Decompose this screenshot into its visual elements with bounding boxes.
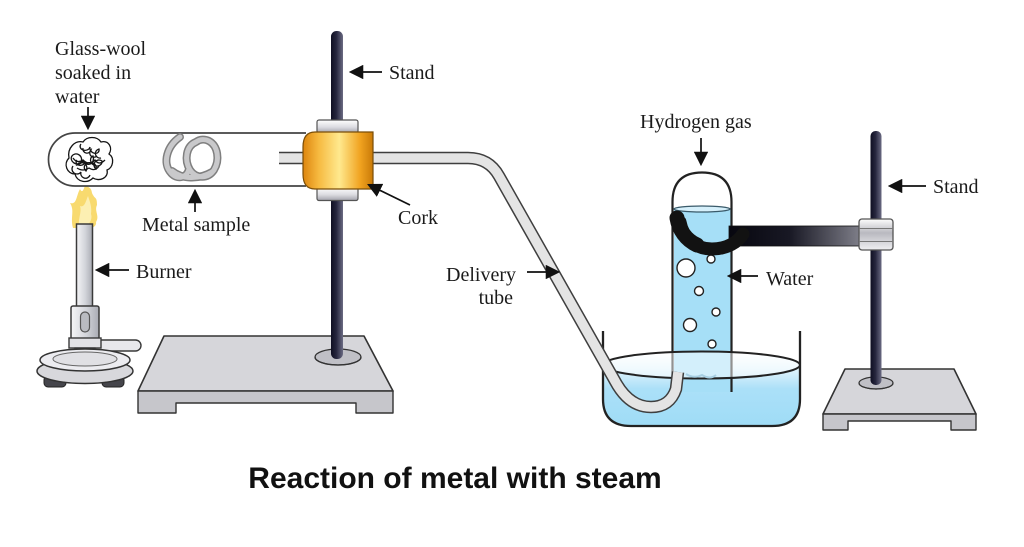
diagram-title: Reaction of metal with steam bbox=[248, 462, 661, 495]
label-glass-wool-line2: soaked in bbox=[55, 62, 131, 84]
label-glass-wool-line1: Glass-wool bbox=[55, 38, 147, 60]
right-stand bbox=[822, 131, 977, 431]
delivery-tube bbox=[279, 158, 717, 407]
left-stand-hole-rim bbox=[314, 356, 362, 366]
label-hydrogen-gas: Hydrogen gas bbox=[640, 111, 752, 133]
flame-inner bbox=[78, 196, 92, 227]
clamp-grip-end bbox=[669, 210, 705, 253]
gas-bubbles bbox=[676, 254, 721, 349]
label-burner: Burner bbox=[136, 261, 192, 283]
label-delivery-tube-line2: tube bbox=[479, 287, 514, 309]
arrow-cork bbox=[367, 183, 411, 206]
right-stand-base-top bbox=[822, 368, 977, 415]
label-stand-left: Stand bbox=[389, 62, 435, 84]
burner bbox=[36, 183, 142, 388]
test-tube-body bbox=[47, 132, 306, 187]
annotation-arrows bbox=[80, 64, 926, 284]
label-cork: Cork bbox=[398, 207, 438, 229]
trough-outline bbox=[601, 331, 802, 428]
gas-jar-outline bbox=[671, 171, 733, 392]
clamp bbox=[669, 210, 894, 256]
left-stand-base-top bbox=[137, 335, 394, 392]
left-stand-base-front bbox=[137, 390, 394, 414]
burner-collar bbox=[68, 337, 102, 349]
burner-tube bbox=[75, 223, 94, 309]
test-tube bbox=[47, 132, 306, 187]
rod-collar-upper bbox=[316, 119, 359, 134]
left-stand bbox=[137, 31, 394, 414]
gas-jar-water-surface bbox=[673, 205, 731, 213]
mouth-ripple bbox=[685, 373, 717, 379]
label-water: Water bbox=[766, 268, 814, 290]
clamp-bar bbox=[728, 225, 881, 247]
right-stand-hole-rim bbox=[858, 382, 894, 390]
right-stand-rod bbox=[870, 131, 882, 385]
clamp-collar bbox=[858, 218, 894, 251]
glass-wool bbox=[65, 136, 114, 183]
burner-air-hole bbox=[79, 311, 91, 333]
label-glass-wool-line3: water bbox=[55, 86, 100, 108]
label-stand-right: Stand bbox=[933, 176, 979, 198]
cork bbox=[302, 131, 374, 190]
cork-assembly bbox=[302, 119, 374, 202]
right-stand-base-front bbox=[822, 413, 977, 431]
burner-base-detail bbox=[52, 351, 118, 367]
labels: Glass-wool soaked in water Stand Metal s… bbox=[55, 38, 979, 495]
label-metal-sample: Metal sample bbox=[142, 214, 250, 236]
label-delivery-tube-line1: Delivery bbox=[446, 264, 516, 286]
